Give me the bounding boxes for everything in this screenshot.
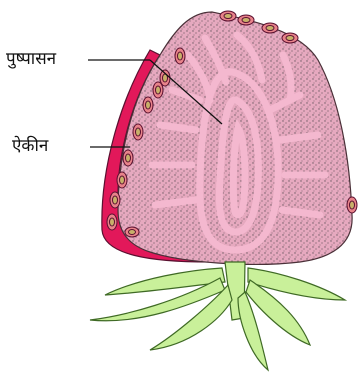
achene-label: ऐकीन [12,133,48,156]
receptacle-label: पुष्पासन [6,46,56,69]
calyx-sepals [90,262,345,370]
